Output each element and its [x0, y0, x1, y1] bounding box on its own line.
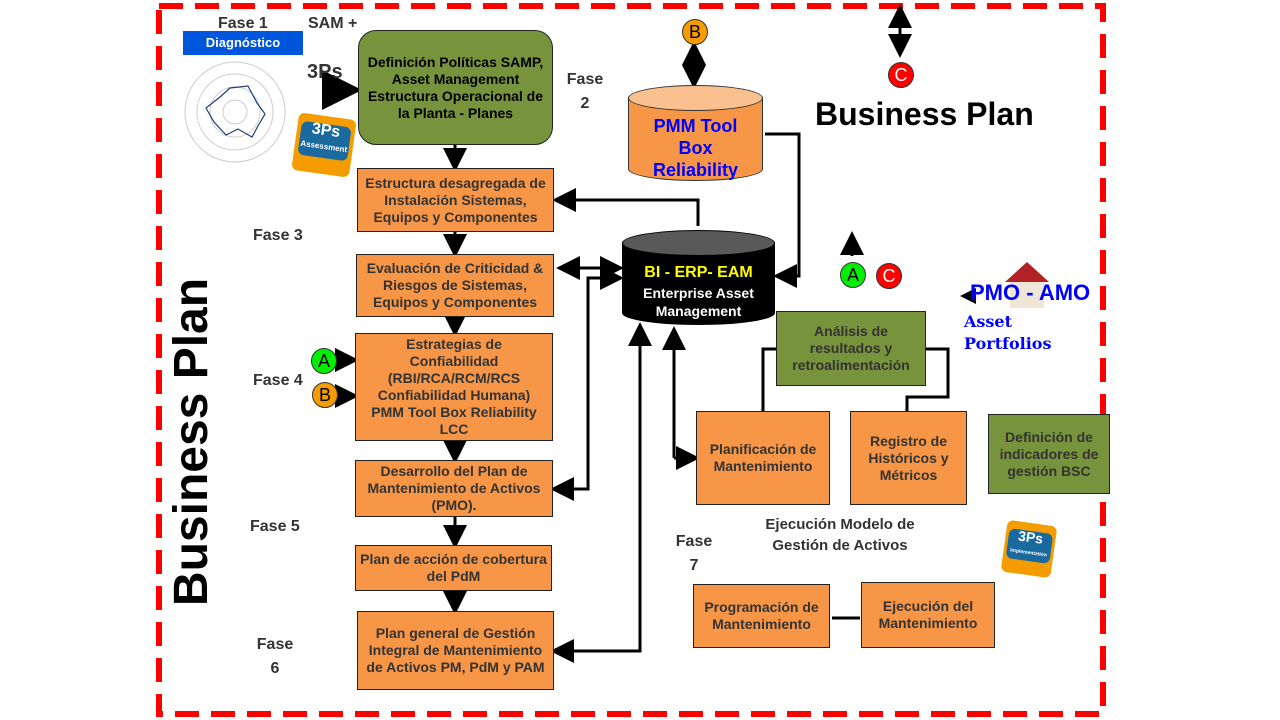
box-definicion-politicas: Definición Políticas SAMP, Asset Managem… [358, 30, 553, 145]
pmm-toolbox-cylinder: PMM Tool Box Reliability [628, 85, 763, 182]
bi-erp-eam-cylinder: BI - ERP- EAM Enterprise Asset Managemen… [622, 230, 775, 325]
house-icon [1000, 262, 1050, 312]
marker-c-right: C [876, 263, 902, 289]
fase3-label: Fase 3 [253, 227, 303, 244]
fase6-label: Fase 6 [256, 636, 294, 677]
pmo-amo-label: PMO - AMO [970, 280, 1091, 305]
box-accion: Plan de acción de cobertura del PdM [355, 545, 552, 591]
asset-portfolios-label: Asset Portfolios [964, 312, 1052, 353]
fase1-label: Fase 1 [218, 15, 268, 32]
3ps-label: 3Ps [307, 61, 343, 83]
box-programacion: Programación de Mantenimiento [693, 584, 830, 648]
diagnostico-badge: Diagnóstico [183, 31, 303, 55]
marker-b: B [312, 382, 338, 408]
ejecucion-modelo-label: Ejecución Modelo de Gestión de Activos [765, 516, 915, 554]
fase4-label: Fase 4 [253, 372, 303, 389]
box-desarrollo: Desarrollo del Plan de Mantenimiento de … [355, 460, 553, 517]
marker-c-top: C [888, 62, 914, 88]
marker-a-right: A [840, 262, 866, 288]
fase5-label: Fase 5 [250, 518, 300, 535]
dashed-border [156, 3, 1106, 717]
box-indicadores: Definición de indicadores de gestión BSC [988, 414, 1110, 494]
sam-label: SAM + [308, 15, 358, 32]
fase7-label: Fase 7 [675, 533, 713, 574]
marker-a: A [311, 348, 337, 374]
box-general: Plan general de Gestión Integral de Mant… [357, 611, 554, 690]
box-registro: Registro de Históricos y Métricos [850, 411, 967, 505]
box-estrategias: Estrategias de Confiabilidad (RBI/RCA/RC… [355, 333, 553, 441]
marker-b-top: B [682, 19, 708, 45]
fase2-label: Fase 2 [566, 71, 604, 112]
box-criticidad: Evaluación de Criticidad & Riesgos de Si… [356, 254, 554, 317]
box-analisis: Análisis de resultados y retroalimentaci… [776, 311, 926, 386]
box-estructura: Estructura desagregada de Instalación Si… [357, 168, 554, 232]
box-planificacion: Planificación de Mantenimiento [696, 411, 830, 505]
box-ejecucion: Ejecución del Mantenimiento [861, 582, 995, 648]
top-title: Business Plan [815, 96, 1034, 132]
